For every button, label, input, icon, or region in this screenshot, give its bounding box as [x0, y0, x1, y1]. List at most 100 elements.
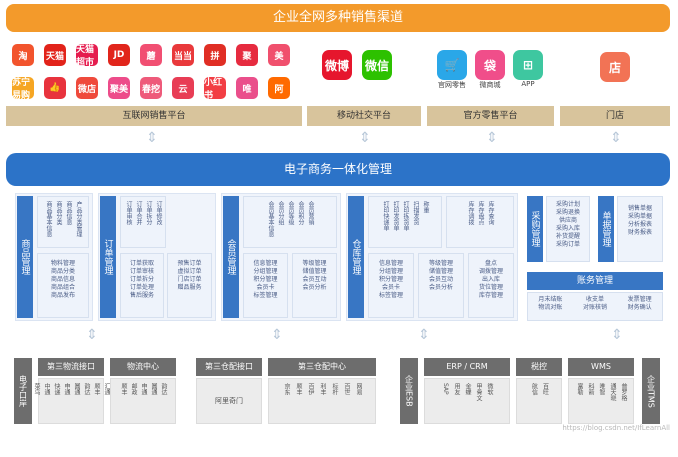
warehouse-bottom-box-3: 盘点 调拨管理 出入库 货位管理 库存管理 — [468, 253, 514, 318]
retail-platform-icons: 🛒官网零售 袋微商城 ⊞APP — [435, 50, 555, 100]
order-bottom-item: 预售订单 — [177, 260, 202, 267]
order-bottom-item: 订单审核 — [129, 268, 154, 275]
tax-title: 税控 — [516, 358, 562, 376]
warehouse-center-item: 京东 — [283, 383, 290, 395]
wms-item: 普罗格 — [620, 383, 627, 401]
member-bottom-item: 等级管理 — [302, 260, 327, 267]
purchase-item: 采购入库 — [555, 225, 580, 232]
tms-label: 企业TMS — [642, 358, 660, 424]
tax-box: 航信 百旺 — [516, 378, 562, 424]
store-icon: 店 — [600, 52, 630, 82]
retail-icon-label: APP — [521, 80, 535, 88]
warehouse-center-item: 标杆 — [331, 383, 338, 395]
logistics-center-item: 邮政 — [130, 383, 137, 395]
store-icon-wrap: 店 — [600, 52, 630, 82]
wms-item: 唯智 — [598, 383, 605, 395]
suning-icon: 苏宁易购 — [12, 77, 34, 101]
logistics-api-title: 第三物流接口 — [38, 358, 104, 376]
logistics-center-item: 圆通 — [150, 383, 157, 395]
juhuasuan-icon: 聚 — [236, 44, 258, 66]
finance-item: 财务确认 — [627, 304, 652, 311]
goods-bottom-item: 物料管理 — [50, 260, 75, 267]
member-bottom-item: 积分管理 — [253, 276, 278, 283]
arrow-icon: ⇕ — [486, 130, 498, 146]
tmall-supermarket-icon: 天猫超市 — [76, 44, 98, 68]
goods-top-box: 商品基本信息 商品分类 商品信息 产品分类管理 — [37, 196, 89, 248]
warehouse-top2-item: 库存查询 — [487, 201, 494, 225]
finance-col: 收支单对账核销 — [583, 296, 607, 320]
member-bottom-item: 分组管理 — [253, 268, 278, 275]
warehouse-top2-item: 库存调拨 — [467, 201, 474, 225]
finance-item: 月末结账 — [538, 296, 563, 303]
logistics-center-item: 顺丰 — [120, 383, 127, 395]
purchase-item: 采购订单 — [555, 241, 580, 248]
wms-box: 富勒 科箭 唯智 通天晓 普罗格 — [568, 378, 634, 424]
warehouse-center-box: 京东 顺丰 百伊 利丰 标杆 百世 网易 — [268, 378, 376, 424]
logistics-api-item: 顺丰 — [93, 383, 100, 395]
warehouse-center-item: 利丰 — [319, 383, 326, 395]
report-title: 单据管理 — [598, 196, 614, 262]
warehouse-top-item: 称重 — [422, 201, 429, 213]
member-top-item: 会员等级 — [287, 201, 294, 225]
finance-col: 月末结账物流对账 — [538, 296, 562, 320]
order-bottom-box-2: 预售订单 虚拟订单 门店订单 赠品服务 — [167, 253, 212, 318]
finance-item: 对账核销 — [582, 304, 607, 311]
platform-social: 移动社交平台 — [307, 106, 421, 126]
xiaohongshu-icon: 小红书 — [204, 77, 226, 101]
alibaba-icon: 阿 — [268, 77, 290, 99]
purchase-item: 补货提醒 — [555, 233, 580, 240]
logistics-center-title: 物流中心 — [110, 358, 176, 376]
warehouse-bottom-box-1: 信息管理 分组管理 积分管理 会员卡 标签管理 — [368, 253, 414, 318]
dangdang-icon: 当当 — [172, 44, 194, 66]
member-bottom-item: 会员分析 — [302, 284, 327, 291]
warehouse-center-item: 百世 — [343, 383, 350, 395]
finance-col: 发票管理财务确认 — [628, 296, 652, 320]
logistics-api-box: 菜鸟 中通 快递 申通 圆通 韵达 顺丰 汇通 — [33, 378, 110, 424]
purchase-item: 采购退换 — [555, 209, 580, 216]
logistics-api-item: 快递 — [53, 383, 60, 395]
retail-icon-label: 微商城 — [479, 81, 501, 89]
member-top-item: 会员营销 — [307, 201, 314, 225]
warehouse-top-box-2: 库存调拨 库存盘点 库存查询 — [446, 196, 514, 248]
ecommerce-hub: 电子商务一体化管理 — [6, 153, 670, 186]
goods-bottom-item: 商品分类 — [50, 268, 75, 275]
arrow-icon: ⇕ — [86, 327, 98, 343]
logistics-api-item: 申通 — [63, 383, 70, 395]
order-bottom-box-1: 订单获取 订单审核 订单拆分 订单处理 售后服务 — [120, 253, 164, 318]
warehouse-top2-item: 库存盘点 — [477, 201, 484, 225]
report-item: 分析报表 — [627, 221, 652, 228]
member-bottom-item: 标签管理 — [253, 292, 278, 299]
erp-item: 金蝶 — [464, 383, 471, 395]
sales-channels-banner: 企业全网多种销售渠道 — [6, 4, 670, 32]
warehouse-bottom-item: 分组管理 — [378, 268, 403, 275]
bag-icon: 袋 — [475, 50, 505, 80]
goods-bottom-item: 商品发布 — [50, 292, 75, 299]
wechat-icon: 微信 — [362, 50, 392, 80]
warehouse-center-item: 顺丰 — [295, 383, 302, 395]
warehouse-bottom-box-2: 等级管理 储值管理 会员互动 会员分析 — [418, 253, 464, 318]
meilishuo-icon: 美 — [268, 44, 290, 66]
warehouse-bottom-item: 库存管理 — [478, 292, 503, 299]
erp-item: 微软 — [486, 383, 493, 395]
erp-item: 甲骨文 — [475, 383, 482, 401]
member-bottom-item: 信息管理 — [253, 260, 278, 267]
arrow-icon: ⇕ — [146, 130, 158, 146]
order-top-item: 订单审核 — [125, 201, 132, 225]
retail-icon-label: 官网零售 — [438, 81, 466, 89]
goods-top-item: 产品分类管理 — [75, 201, 82, 237]
erp-box: SAP 用友 金蝶 甲骨文 微软 — [424, 378, 510, 424]
pinduoduo-icon: 拼 — [204, 44, 226, 66]
warehouse-api-item: 阿里奇门 — [215, 397, 243, 405]
finance-item: 收支单 — [585, 296, 604, 303]
goods-bottom-item: 商品组合 — [50, 284, 75, 291]
purchase-item: 供应商 — [558, 217, 577, 224]
tmall-icon: 天猫 — [44, 44, 66, 66]
app-icon: ⊞ — [513, 50, 543, 80]
cart-icon: 🛒 — [437, 50, 467, 80]
warehouse-bottom-item: 储值管理 — [428, 268, 453, 275]
warehouse-top-item: 打印发货单 — [392, 201, 399, 231]
order-top-item: 订单合并 — [135, 201, 142, 225]
watermark: https://blog.csdn.net/IfLearnAll — [562, 424, 670, 432]
jumei-icon: 聚美 — [108, 77, 130, 99]
platform-store: 门店 — [560, 106, 670, 126]
